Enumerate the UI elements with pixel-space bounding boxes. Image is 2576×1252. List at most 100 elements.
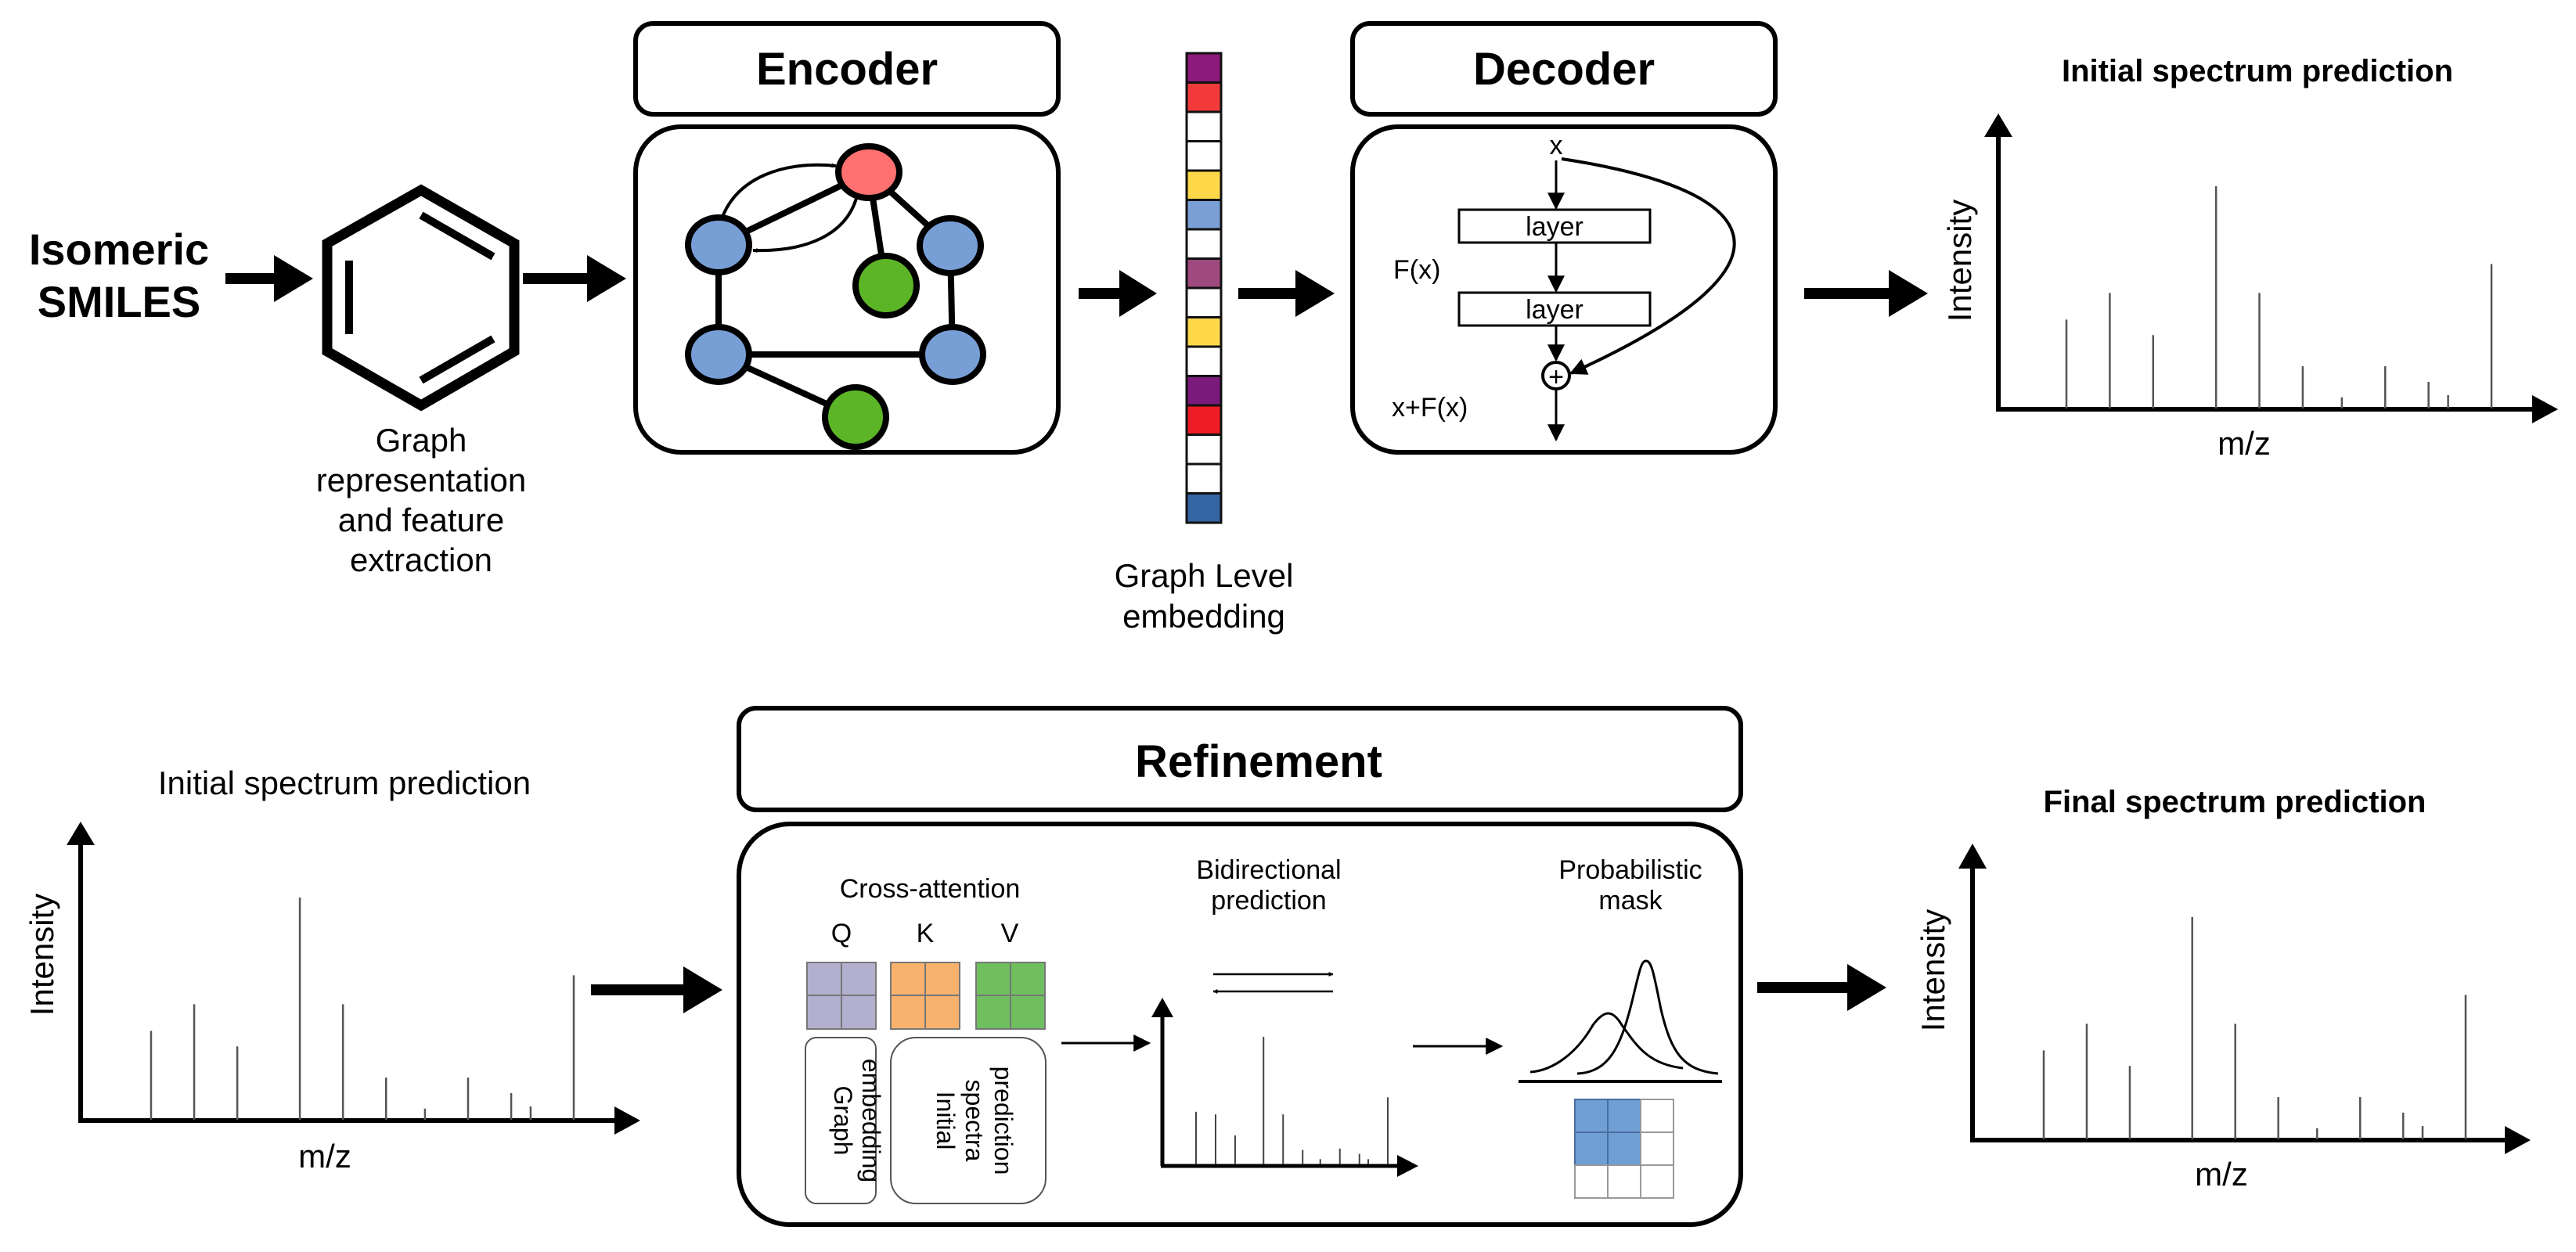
arrow-graph-to-encoder xyxy=(523,255,626,302)
mask-cell xyxy=(1574,1164,1609,1199)
embedding-cell xyxy=(1185,462,1223,495)
decoder-fx-label: F(x) xyxy=(1393,255,1440,285)
embedding-cell xyxy=(1185,52,1223,84)
graph-embedding-box xyxy=(805,1037,877,1204)
decoder-layer2-label: layer xyxy=(1526,295,1583,325)
embedding-cell xyxy=(1185,199,1223,231)
residual-block-diagram: x layer layer F(x) + x+F(x) xyxy=(1392,131,1736,442)
spectrum-title: Final spectrum prediction xyxy=(2044,785,2426,819)
y-axis-label: Intensity xyxy=(23,894,60,1016)
svg-text:representation: representation xyxy=(316,462,527,498)
initial-spectrum-chart-top: Initial spectrum prediction Intensity m/… xyxy=(1941,54,2558,462)
initial-spectra-label: Initial spectra prediction xyxy=(931,1067,1018,1175)
arrow-input-to-graph xyxy=(225,255,313,302)
mask-cell xyxy=(1640,1131,1674,1166)
mask-cell xyxy=(1607,1131,1641,1166)
v-label: V xyxy=(1001,919,1019,948)
embedding-cell xyxy=(1185,228,1223,260)
decoder-title: Decoder xyxy=(1473,44,1655,95)
graph-neural-network-icon xyxy=(685,143,986,450)
decoder-xfx-label: x+F(x) xyxy=(1392,393,1468,423)
final-spectrum-chart: Final spectrum prediction Intensity m/z xyxy=(1915,785,2531,1193)
cross-attention-panel: Cross-attention Q K V Graph embedding In… xyxy=(805,874,1047,1204)
k-matrix-icon xyxy=(890,962,960,1030)
mask-cell xyxy=(1607,1099,1641,1133)
decoder-title-box xyxy=(1350,21,1778,117)
embedding-cell xyxy=(1185,434,1223,466)
x-axis-label: m/z xyxy=(2195,1156,2248,1193)
y-axis-label: Intensity xyxy=(1941,200,1978,322)
svg-text:and feature: and feature xyxy=(338,502,505,538)
encoder-title-box xyxy=(633,21,1061,117)
encoder-box xyxy=(633,124,1061,455)
spectrum-peaks xyxy=(1195,1037,1389,1164)
y-axis-label: Intensity xyxy=(1915,909,1951,1031)
graph-node-green xyxy=(822,384,889,450)
embedding-cell xyxy=(1185,375,1223,407)
input-label-line1: Isomeric xyxy=(29,225,209,274)
cross-attention-label: Cross-attention xyxy=(840,874,1021,904)
graph-embedding-label: Graph embedding xyxy=(829,1059,885,1182)
svg-text:prediction: prediction xyxy=(989,1067,1018,1175)
k-label: K xyxy=(917,919,935,948)
svg-text:extraction: extraction xyxy=(350,541,492,578)
bidirectional-prediction-panel: Bidirectional prediction xyxy=(1151,855,1418,1177)
probabilistic-mask-grid-icon xyxy=(1574,1099,1674,1199)
embedding-cell xyxy=(1185,492,1223,524)
graph-node-red xyxy=(835,143,903,201)
embedding-cell xyxy=(1185,81,1223,113)
embedding-cell xyxy=(1185,140,1223,172)
svg-text:Graph: Graph xyxy=(829,1086,857,1156)
embedding-caption: Graph Level embedding xyxy=(1115,557,1294,635)
arrow-embedding-to-decoder xyxy=(1238,270,1335,317)
decoder-layer-box xyxy=(1457,208,1652,244)
embedding-cell xyxy=(1185,169,1223,201)
graph-level-embedding-vector xyxy=(1185,52,1223,524)
decoder-layer1-label: layer xyxy=(1526,212,1583,242)
input-label-line2: SMILES xyxy=(38,277,200,326)
svg-text:spectra: spectra xyxy=(960,1080,989,1162)
decoder-x-label: x xyxy=(1550,131,1563,160)
embedding-cell xyxy=(1185,316,1223,348)
svg-text:Bidirectional: Bidirectional xyxy=(1196,855,1341,885)
spectrum-title: Initial spectrum prediction xyxy=(158,765,531,801)
probabilistic-mask-panel: Probabilistic mask xyxy=(1519,855,1722,1199)
graph-node-blue xyxy=(919,324,986,385)
decoder-layer-box xyxy=(1457,291,1652,327)
embedding-cell xyxy=(1185,286,1223,318)
embedding-cell xyxy=(1185,257,1223,290)
svg-text:Graph: Graph xyxy=(376,422,467,459)
initial-spectra-box xyxy=(890,1037,1047,1204)
svg-text:Probabilistic: Probabilistic xyxy=(1558,855,1702,885)
spectrum-peaks xyxy=(2042,917,2467,1139)
graph-node-green xyxy=(852,253,920,318)
encoder-title: Encoder xyxy=(756,44,938,95)
refinement-title-box xyxy=(737,706,1743,812)
svg-text:mask: mask xyxy=(1598,886,1663,916)
svg-text:Graph Level: Graph Level xyxy=(1115,557,1294,594)
initial-spectrum-chart-bottom: Initial spectrum prediction Intensity m/… xyxy=(23,765,640,1175)
svg-text:prediction: prediction xyxy=(1211,886,1326,916)
mask-cell xyxy=(1574,1099,1609,1133)
benzene-ring-icon xyxy=(322,184,520,412)
mask-cell xyxy=(1640,1164,1674,1199)
v-matrix-icon xyxy=(975,962,1046,1030)
q-matrix-icon xyxy=(806,962,877,1030)
mask-cell xyxy=(1607,1164,1641,1199)
q-label: Q xyxy=(831,919,852,948)
spectrum-peaks xyxy=(150,898,575,1120)
arrow-encoder-to-embedding xyxy=(1079,270,1157,317)
gaussian-distributions-icon xyxy=(1519,959,1722,1083)
decoder-plus-label: + xyxy=(1548,362,1564,392)
refinement-box xyxy=(737,822,1743,1227)
spectrum-title: Initial spectrum prediction xyxy=(2062,54,2453,88)
embedding-cell xyxy=(1185,404,1223,436)
mask-cell xyxy=(1574,1131,1609,1166)
embedding-cell xyxy=(1185,345,1223,377)
svg-text:Initial: Initial xyxy=(931,1092,960,1150)
svg-text:embedding: embedding xyxy=(857,1059,885,1182)
embedding-cell xyxy=(1185,110,1223,142)
svg-text:embedding: embedding xyxy=(1122,598,1285,635)
x-axis-label: m/z xyxy=(2218,425,2271,462)
